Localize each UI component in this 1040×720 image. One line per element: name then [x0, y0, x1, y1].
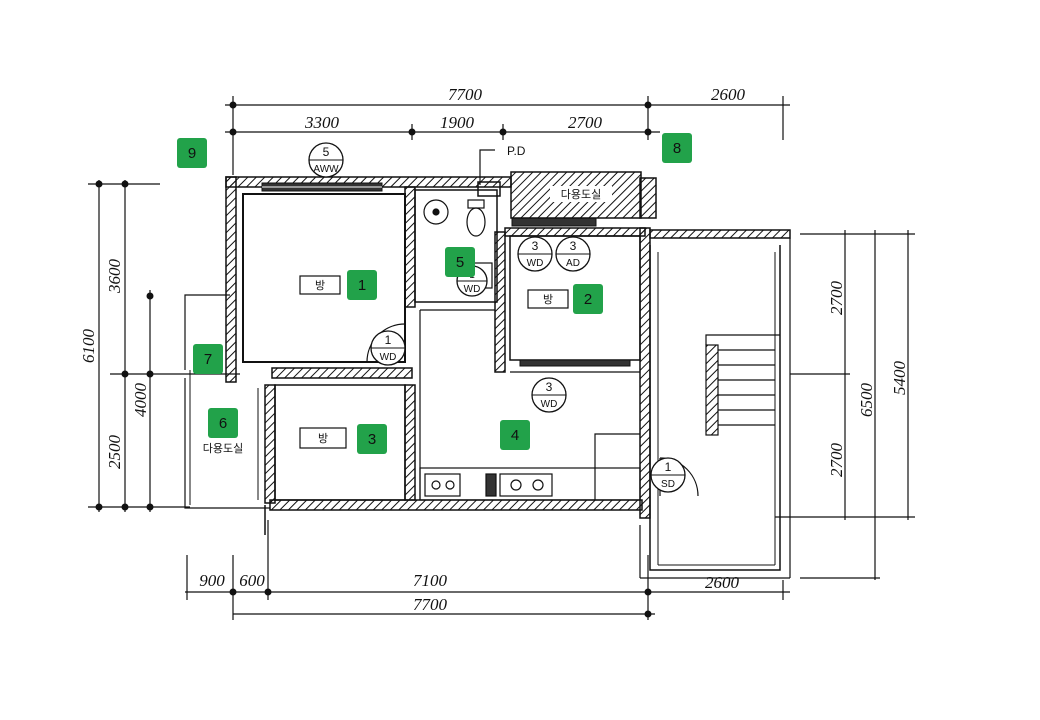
dim-top-right: 2600	[711, 85, 746, 104]
dim-right-top: 2700	[827, 281, 846, 316]
door-tag-wd-living: 3 WD	[531, 377, 567, 413]
dim-top-total: 7700	[448, 85, 483, 104]
svg-text:3: 3	[570, 239, 577, 253]
dim-bottom-total: 7700	[413, 595, 448, 614]
room-1-name: 방	[299, 275, 341, 295]
dim-bottom-b: 600	[239, 571, 265, 590]
dim-bottom-a: 900	[199, 571, 225, 590]
dim-top-seg1: 3300	[304, 113, 340, 132]
door-tag-wd-room2: 3 WD	[517, 236, 553, 272]
svg-text:방: 방	[543, 293, 553, 306]
bathroom-fixtures	[423, 199, 493, 289]
dim-left-bottom: 4000	[131, 383, 150, 418]
marker-8[interactable]: 8	[662, 133, 692, 163]
marker-3[interactable]: 3	[357, 424, 387, 454]
pd-label: P.D	[507, 144, 526, 158]
marker-9[interactable]: 9	[177, 138, 207, 168]
dim-right-bottom: 2700	[827, 443, 846, 478]
svg-text:AD: AD	[566, 258, 580, 269]
svg-text:WD: WD	[380, 352, 397, 363]
room-3-name: 방	[299, 427, 347, 449]
top-room-label: 다용도실	[561, 188, 601, 201]
dim-top-seg2: 1900	[440, 113, 475, 132]
marker-7[interactable]: 7	[193, 344, 223, 374]
svg-text:5: 5	[323, 145, 330, 159]
dimension-dots	[95, 101, 652, 618]
marker-1[interactable]: 1	[347, 270, 377, 300]
svg-text:3: 3	[546, 380, 553, 394]
svg-text:3: 3	[532, 239, 539, 253]
marker-2[interactable]: 2	[573, 284, 603, 314]
utility-room-label: 다용도실	[203, 442, 243, 455]
svg-text:1: 1	[665, 460, 672, 474]
dim-top-seg3: 2700	[568, 113, 603, 132]
room-2-name: 방	[527, 289, 569, 309]
dim-left-top: 3600	[105, 259, 124, 295]
svg-text:SD: SD	[661, 479, 675, 490]
marker-5[interactable]: 5	[445, 247, 475, 277]
dim-right-outer: 5400	[890, 361, 909, 396]
svg-text:1: 1	[385, 333, 392, 347]
dimension-lines	[88, 96, 915, 620]
svg-text:방: 방	[315, 279, 325, 292]
svg-text:WD: WD	[541, 399, 558, 410]
dim-left-total: 6100	[79, 329, 98, 364]
marker-6[interactable]: 6	[208, 408, 238, 438]
door-tag-wd-room1: 1 WD	[370, 330, 406, 366]
dim-bottom-right: 2600	[705, 573, 740, 592]
pd-marker: P.D	[477, 144, 526, 197]
door-tag-aww: 5 AWW	[308, 142, 344, 178]
door-tag-sd: 1 SD	[650, 457, 686, 493]
svg-text:방: 방	[318, 432, 328, 445]
svg-text:WD: WD	[527, 258, 544, 269]
dim-bottom-c: 7100	[413, 571, 448, 590]
marker-4[interactable]: 4	[500, 420, 530, 450]
kitchen-appliances	[424, 473, 553, 497]
walls	[184, 176, 791, 579]
top-utility-room: 다용도실	[510, 171, 642, 219]
dim-right-total: 6500	[857, 383, 876, 418]
stairs	[705, 334, 780, 436]
door-tag-ad: 3 AD	[555, 236, 591, 272]
svg-text:AWW: AWW	[313, 164, 339, 175]
svg-text:WD: WD	[464, 284, 481, 295]
dim-left-bottom2: 2500	[105, 435, 124, 470]
